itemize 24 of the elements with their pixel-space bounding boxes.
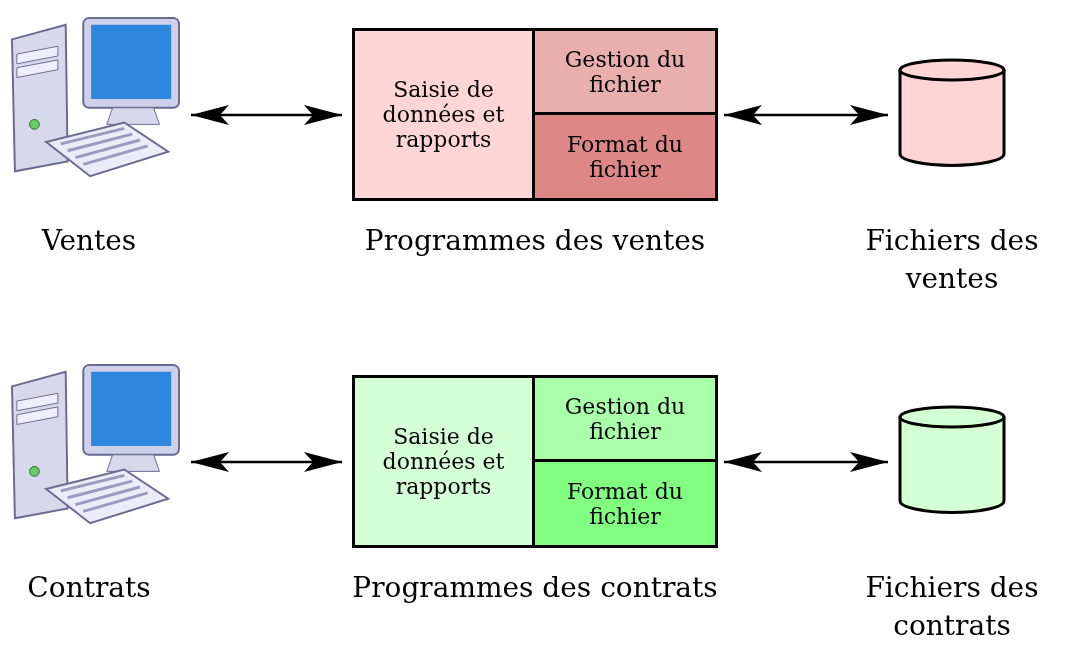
double-arrow — [191, 452, 342, 472]
double-arrow — [191, 105, 342, 125]
node-label: Ventes — [40, 223, 138, 259]
module-label: Gestion du fichier — [563, 393, 687, 444]
module-cell — [355, 31, 535, 198]
module-label: Saisie de données et rapports — [381, 424, 506, 499]
module-cell — [535, 31, 715, 115]
module-label: Format du fichier — [566, 131, 684, 182]
node-label: Programmes des ventes — [363, 223, 707, 259]
node-label: Contrats — [26, 570, 152, 606]
node-label: Fichiers des contrats — [864, 570, 1040, 644]
double-arrow — [724, 452, 888, 472]
module-cell — [535, 462, 715, 545]
double-arrow — [724, 105, 888, 125]
module-cell — [355, 378, 535, 545]
module-label: Format du fichier — [566, 478, 684, 529]
module-label: Saisie de données et rapports — [381, 77, 506, 152]
node-label: Fichiers des ventes — [864, 223, 1040, 297]
module-cell — [535, 115, 715, 198]
program-frame — [352, 375, 718, 548]
module-cell — [535, 378, 715, 462]
program-frame — [352, 28, 718, 201]
module-label: Gestion du fichier — [563, 46, 687, 97]
node-label: Programmes des contrats — [351, 570, 719, 606]
